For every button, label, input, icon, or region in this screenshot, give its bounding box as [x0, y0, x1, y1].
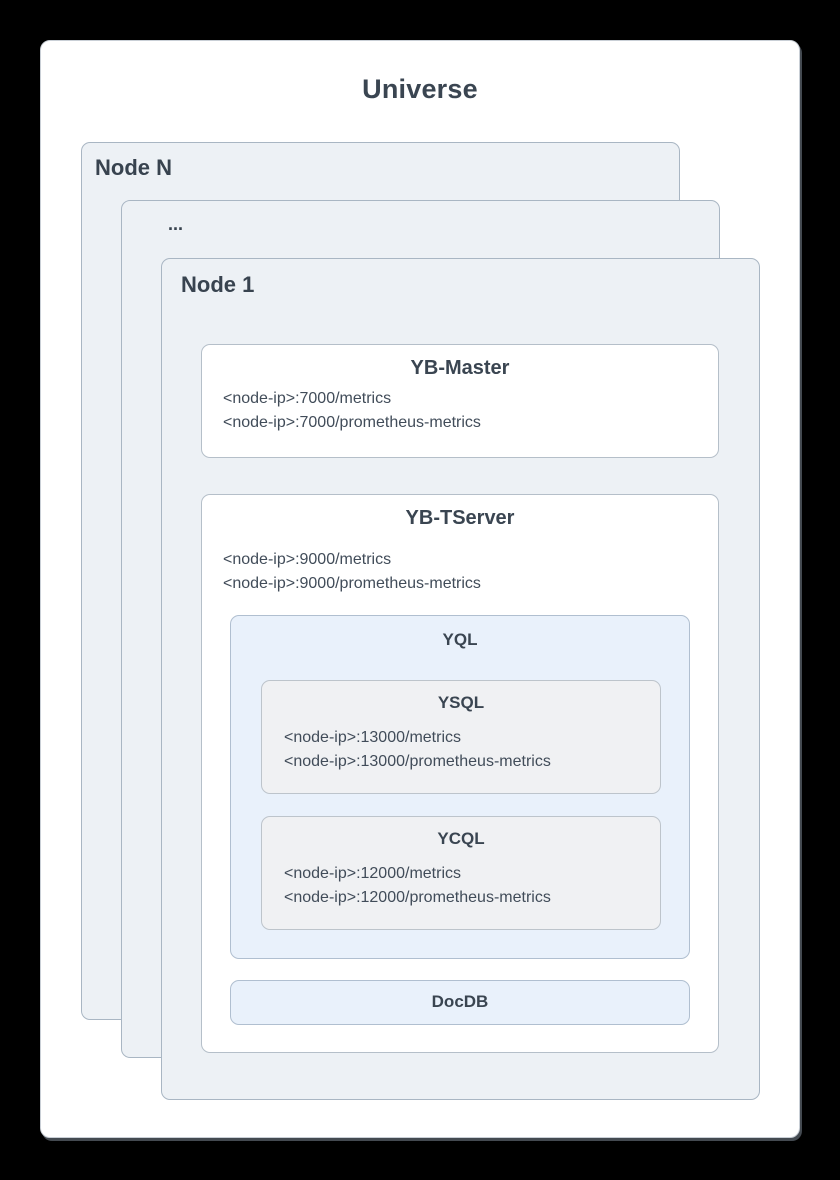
yb-master-endpoint-prometheus: <node-ip>:7000/prometheus-metrics	[223, 414, 481, 431]
docdb-title: DocDB	[431, 992, 489, 1011]
ycql-endpoint-metrics: <node-ip>:12000/metrics	[284, 865, 461, 882]
ysql-title: YSQL	[437, 693, 485, 712]
yb-master-box: YB-Master <node-ip>:7000/metrics <node-i…	[201, 344, 719, 458]
yb-tserver-endpoint-metrics: <node-ip>:9000/metrics	[223, 551, 392, 568]
node-1-label: Node 1	[181, 272, 255, 297]
yb-tserver-endpoint-prometheus: <node-ip>:9000/prometheus-metrics	[223, 575, 481, 592]
yql-title: YQL	[442, 630, 478, 649]
ysql-endpoints: <node-ip>:13000/metrics <node-ip>:13000/…	[284, 726, 551, 774]
yb-tserver-title: YB-TServer	[405, 507, 515, 529]
yb-master-endpoints: <node-ip>:7000/metrics <node-ip>:7000/pr…	[223, 387, 481, 435]
ycql-endpoint-prometheus: <node-ip>:12000/prometheus-metrics	[284, 889, 551, 906]
yb-master-title: YB-Master	[410, 357, 510, 379]
ycql-title: YCQL	[437, 829, 485, 848]
node-ellipsis-label: ...	[168, 214, 184, 234]
ycql-endpoints: <node-ip>:12000/metrics <node-ip>:12000/…	[284, 862, 551, 910]
yb-tserver-endpoints: <node-ip>:9000/metrics <node-ip>:9000/pr…	[223, 548, 481, 596]
ycql-box: YCQL <node-ip>:12000/metrics <node-ip>:1…	[261, 816, 661, 930]
ysql-endpoint-prometheus: <node-ip>:13000/prometheus-metrics	[284, 753, 551, 770]
node-n-label: Node N	[95, 155, 172, 180]
universe-title: Universe	[362, 74, 478, 104]
docdb-box: DocDB	[230, 980, 690, 1025]
ysql-endpoint-metrics: <node-ip>:13000/metrics	[284, 729, 461, 746]
ysql-box: YSQL <node-ip>:13000/metrics <node-ip>:1…	[261, 680, 661, 794]
yb-master-endpoint-metrics: <node-ip>:7000/metrics	[223, 390, 392, 407]
